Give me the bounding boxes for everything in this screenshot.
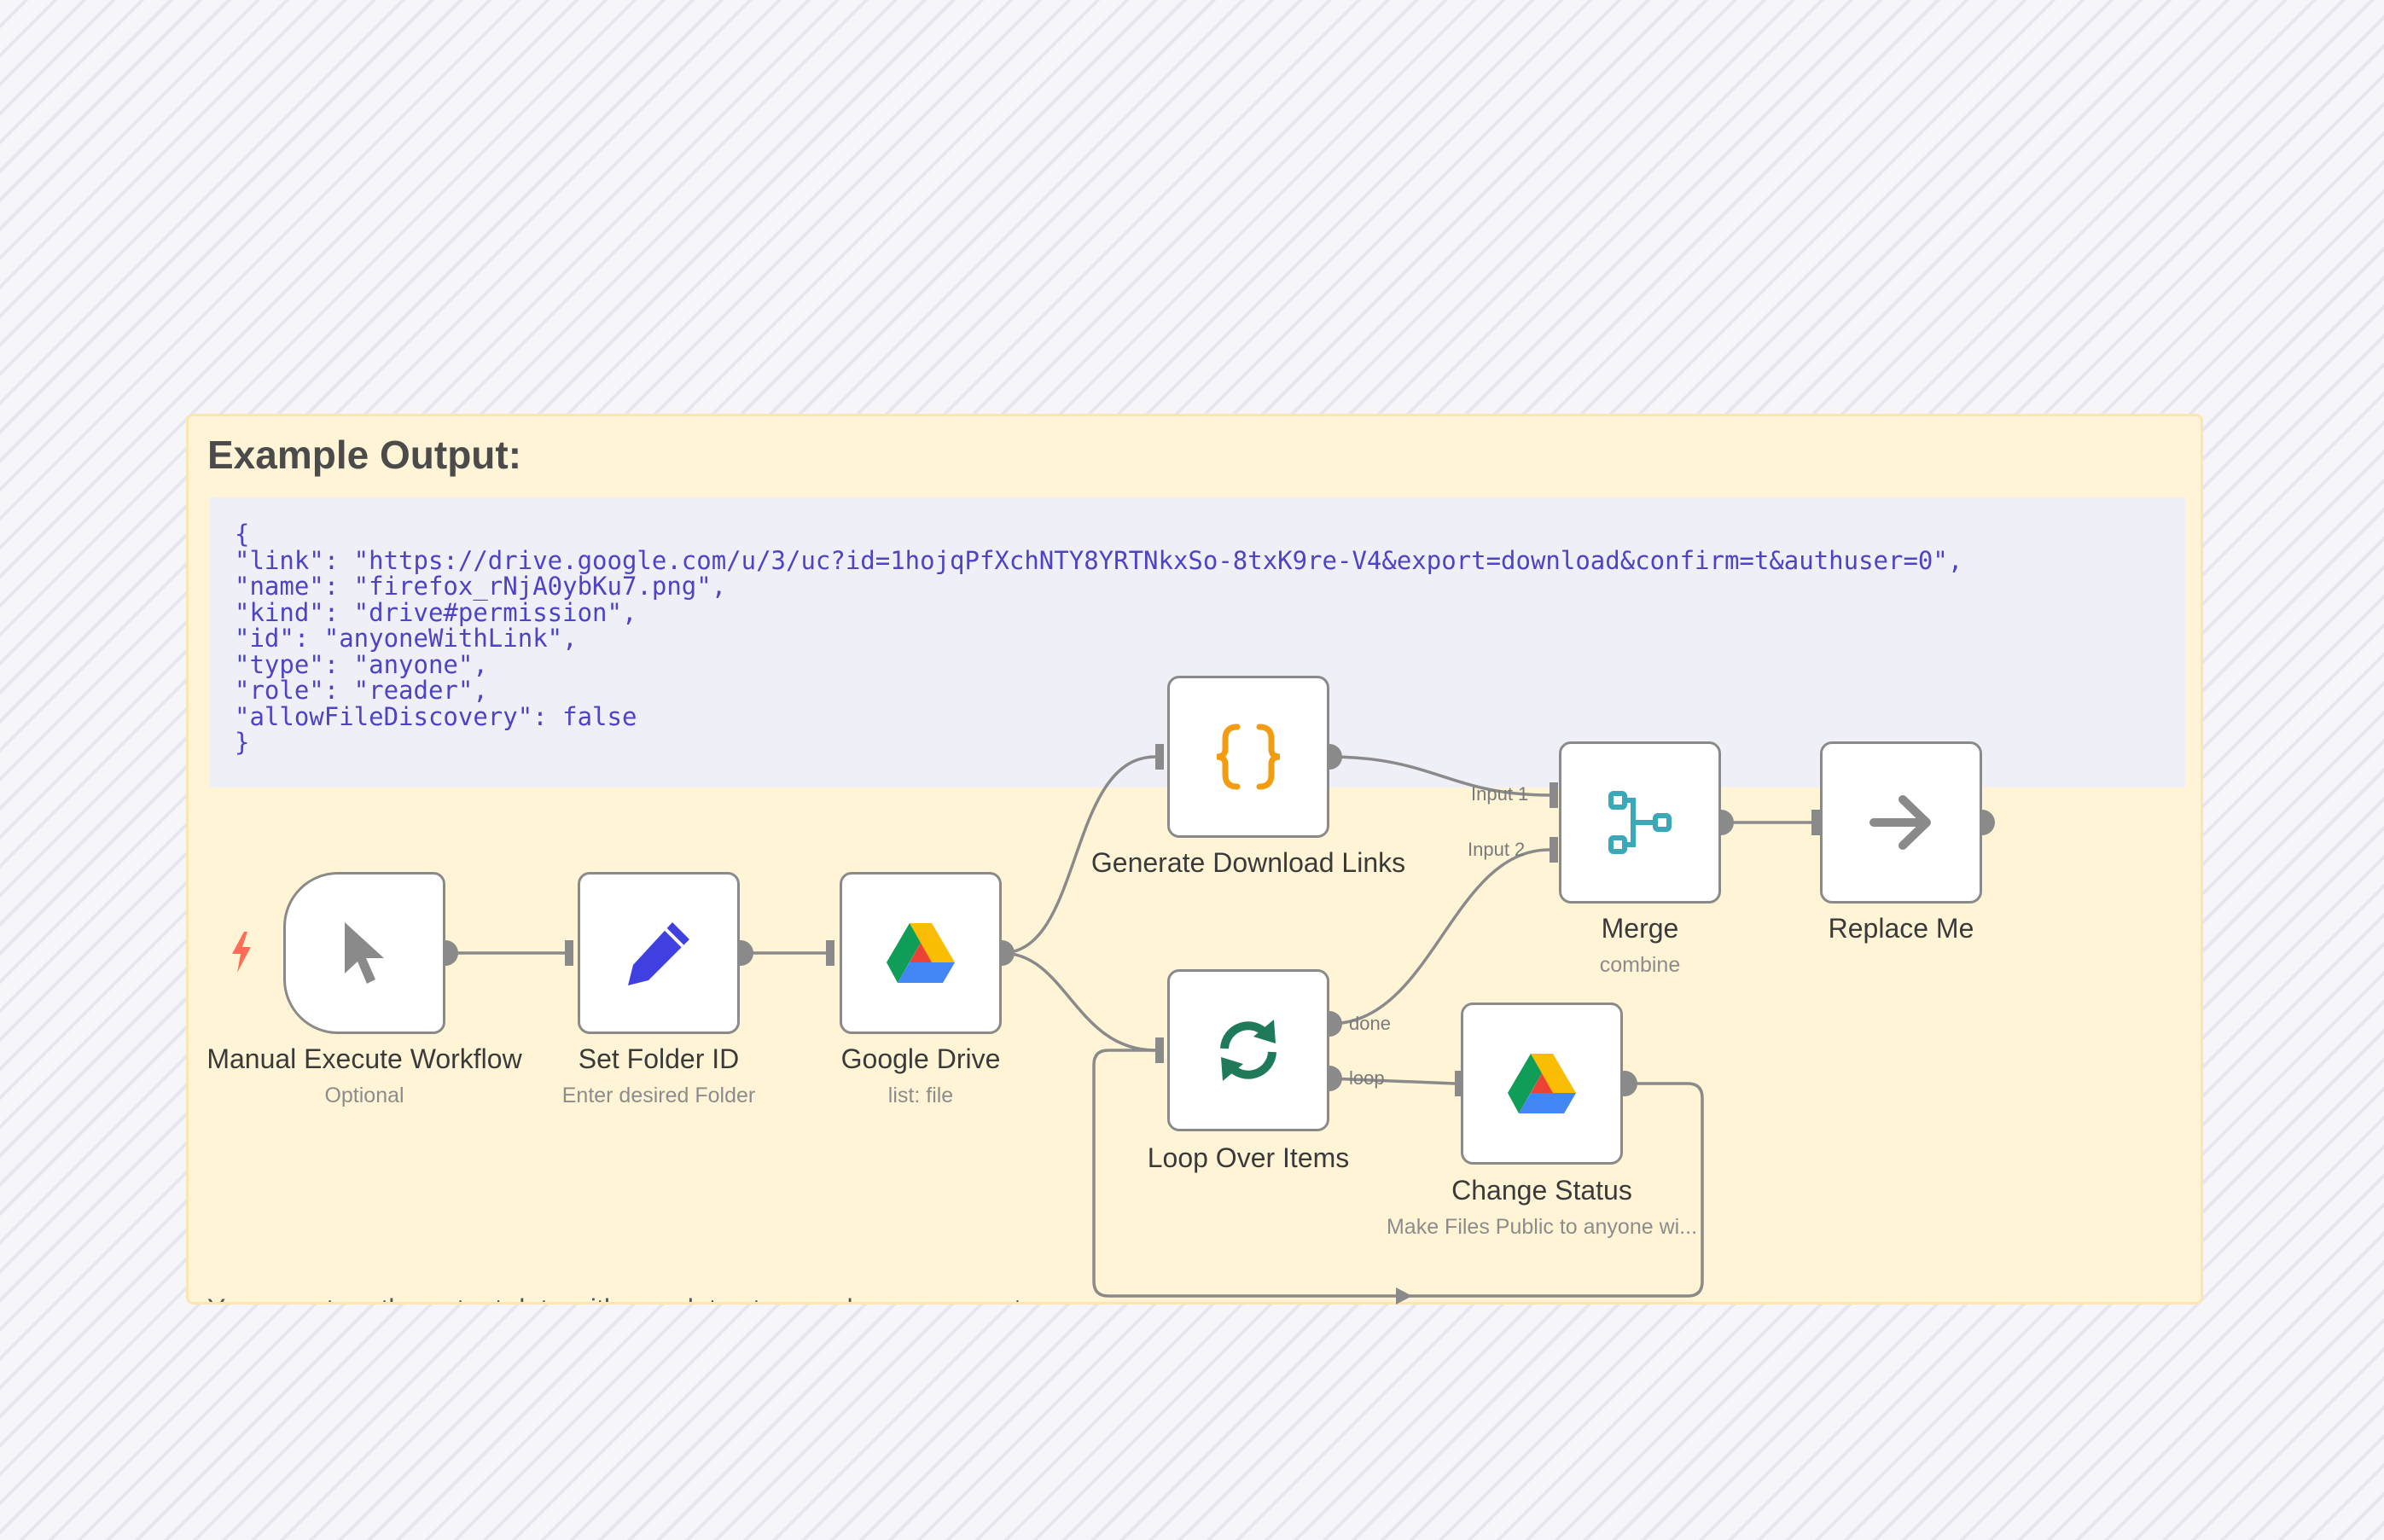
merge-input-2-label: Input 2	[1468, 839, 1526, 860]
node-google-drive[interactable]	[840, 872, 1002, 1034]
input-handle	[1550, 837, 1558, 863]
connection-gdrive-to-genlinks	[1001, 755, 1156, 955]
loop-loop-output-label: loop	[1349, 1067, 1385, 1089]
node-subtitle: combine	[1599, 953, 1681, 977]
google-drive-icon	[878, 910, 963, 996]
node-manual-execute-workflow[interactable]	[283, 872, 445, 1034]
node-set-folder-id[interactable]	[578, 872, 740, 1034]
node-subtitle: Enter desired Folder	[561, 1084, 756, 1107]
arrow-right-icon	[1858, 780, 1944, 865]
node-loop-over-items[interactable]	[1167, 969, 1329, 1131]
code-line: "name": "firefox_rNjA0ybKu7.png",	[235, 572, 727, 601]
code-line: "kind": "drive#permission",	[235, 597, 637, 627]
code-line: "id": "anyoneWithLink",	[235, 624, 578, 653]
node-label: Merge	[1601, 913, 1679, 944]
node-label: Manual Execute Workflow	[206, 1043, 522, 1074]
node-label: Loop Over Items	[1147, 1142, 1350, 1173]
node-generate-download-links[interactable]	[1167, 676, 1329, 838]
code-line: "link": "https://drive.google.com/u/3/uc…	[235, 545, 1963, 575]
connection-genlinks-to-merge	[1329, 755, 1550, 797]
code-line: {	[235, 520, 250, 549]
input-handle	[1155, 1037, 1164, 1063]
code-braces-icon	[1206, 714, 1291, 799]
merge-icon	[1597, 780, 1683, 865]
sticky-title: Example Output:	[207, 433, 522, 477]
arrow-head	[1396, 1287, 1412, 1305]
merge-input-1-label: Input 1	[1471, 783, 1529, 805]
input-handle	[1550, 782, 1558, 808]
input-handle	[1155, 744, 1164, 770]
node-subtitle: list: file	[887, 1084, 954, 1107]
connection-loop-to-changestatus	[1329, 1077, 1456, 1085]
input-handle	[1455, 1071, 1463, 1096]
input-handle	[1811, 810, 1820, 835]
input-handle	[565, 940, 573, 966]
trigger-bolt-icon	[232, 932, 251, 973]
code-line: "allowFileDiscovery": false	[235, 701, 637, 731]
connection-gdrive-to-loop	[1001, 951, 1156, 1052]
pencil-icon	[616, 910, 701, 996]
node-merge[interactable]	[1559, 741, 1721, 904]
connection-loop-done-to-merge	[1329, 848, 1550, 1026]
node-change-status[interactable]	[1461, 1002, 1623, 1165]
node-label: Generate Download Links	[1090, 847, 1406, 878]
node-label: Google Drive	[840, 1043, 1001, 1074]
node-replace-me[interactable]	[1820, 741, 1982, 904]
loop-icon	[1206, 1008, 1291, 1093]
code-line: "type": "anyone",	[235, 649, 488, 679]
code-line: }	[235, 728, 250, 757]
node-label: Set Folder ID	[578, 1043, 740, 1074]
cursor-icon	[322, 910, 407, 996]
google-drive-icon	[1499, 1041, 1584, 1126]
node-label: Change Status	[1451, 1175, 1632, 1206]
node-subtitle: Make Files Public to anyone wi...	[1386, 1215, 1698, 1239]
node-label: Replace Me	[1828, 913, 1974, 944]
sticky-footer-text: You can store the output data with any d…	[207, 1293, 1021, 1302]
input-handle	[826, 940, 834, 966]
code-line: "role": "reader",	[235, 676, 488, 705]
node-subtitle: Optional	[324, 1084, 404, 1107]
loop-done-output-label: done	[1349, 1013, 1391, 1034]
